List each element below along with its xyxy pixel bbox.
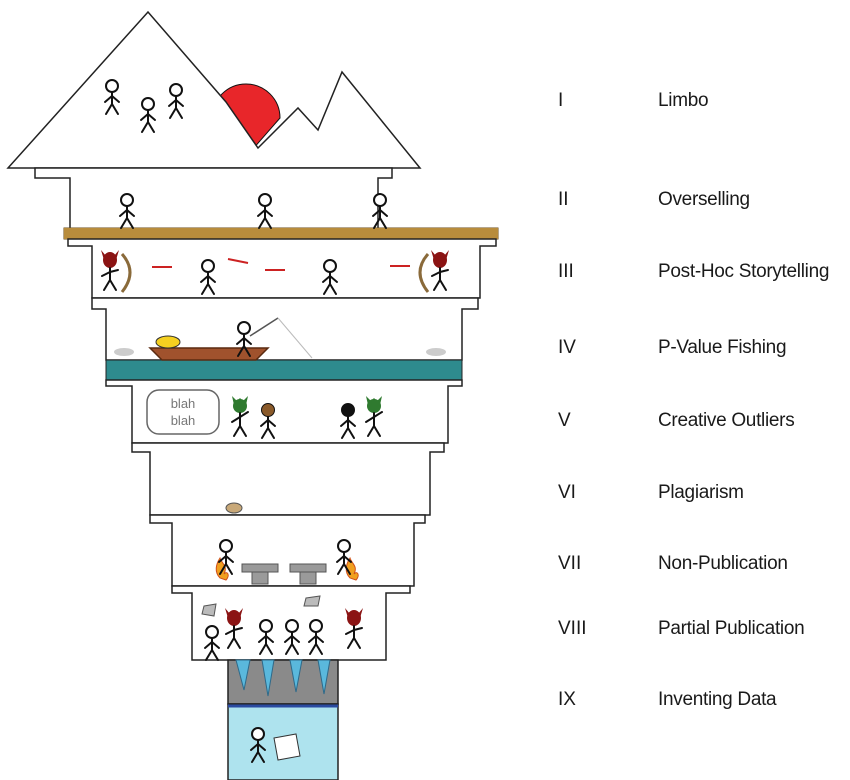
circle-numeral: V bbox=[558, 410, 571, 431]
level-partial-publication bbox=[171, 585, 411, 661]
circle-name: Partial Publication bbox=[658, 618, 805, 639]
circle-numeral: IV bbox=[558, 337, 576, 358]
circle-numeral: II bbox=[558, 189, 569, 210]
circle-name: Non-Publication bbox=[658, 553, 788, 574]
speech-bubble bbox=[146, 389, 220, 435]
circle-numeral: VIII bbox=[558, 618, 587, 639]
legend-row-inventing-data: IX Inventing Data bbox=[540, 685, 850, 715]
legend-row-creative-outliers: V Creative Outliers bbox=[540, 406, 850, 436]
boat bbox=[148, 347, 270, 361]
circles-of-hell-diagram: blah blah bbox=[6, 10, 499, 780]
level-non-publication bbox=[149, 514, 426, 587]
legend-row-plagiarism: VI Plagiarism bbox=[540, 478, 850, 508]
circle-name: Limbo bbox=[658, 90, 709, 111]
circle-numeral: III bbox=[558, 261, 574, 282]
level-creative-outliers: blah blah bbox=[105, 379, 463, 444]
icicles bbox=[235, 659, 331, 697]
legend-row-partial-publication: VIII Partial Publication bbox=[540, 614, 850, 644]
limbo-mountains bbox=[6, 10, 422, 169]
anvil bbox=[241, 563, 327, 585]
level-p-value-fishing bbox=[91, 297, 479, 381]
level-plagiarism bbox=[131, 442, 445, 516]
level-limbo bbox=[6, 10, 422, 169]
circle-numeral: IX bbox=[558, 689, 576, 710]
water bbox=[105, 359, 463, 381]
legend-row-p-value-fishing: IV P-Value Fishing bbox=[540, 333, 850, 363]
circle-numeral: VII bbox=[558, 553, 582, 574]
legend-row-non-publication: VII Non-Publication bbox=[540, 549, 850, 579]
circle-name: Inventing Data bbox=[658, 689, 777, 710]
circle-name: Post-Hoc Storytelling bbox=[658, 261, 830, 282]
circle-name: P-Value Fishing bbox=[658, 337, 787, 358]
level-overselling bbox=[34, 167, 499, 240]
legend-row-limbo: I Limbo bbox=[540, 86, 850, 116]
crumpled-paper bbox=[225, 502, 243, 514]
level-post-hoc-storytelling bbox=[67, 238, 497, 299]
circle-name: Plagiarism bbox=[658, 482, 744, 503]
circle-name: Overselling bbox=[658, 189, 750, 210]
legend-row-overselling: II Overselling bbox=[540, 185, 850, 215]
circle-numeral: VI bbox=[558, 482, 576, 503]
invented-data-paper bbox=[273, 733, 301, 761]
circle-name: Creative Outliers bbox=[658, 410, 795, 431]
speech-line-1: blah bbox=[171, 396, 196, 411]
level-inventing-data bbox=[227, 659, 339, 780]
circle-numeral: I bbox=[558, 90, 564, 111]
speech-line-2: blah bbox=[171, 413, 196, 428]
legend-row-post-hoc-storytelling: III Post-Hoc Storytelling bbox=[540, 257, 850, 287]
